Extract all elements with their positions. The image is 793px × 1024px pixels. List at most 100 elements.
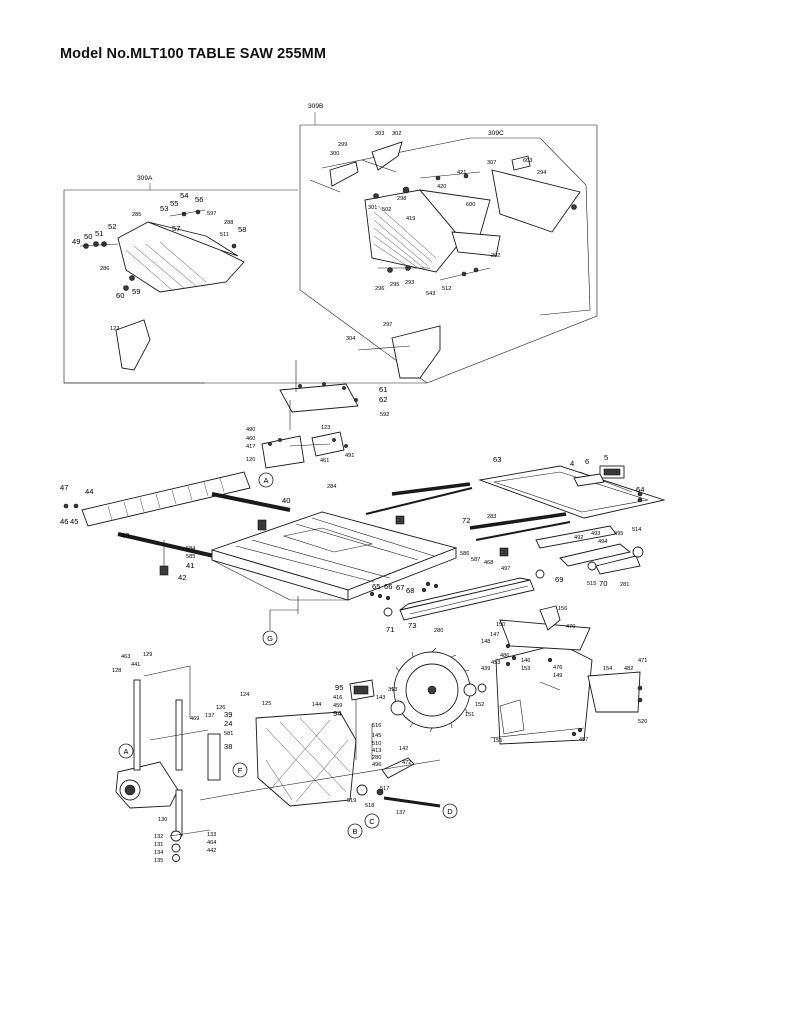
part-label: 55 <box>170 199 178 208</box>
part-label: 133 <box>207 832 216 838</box>
part-label: 70 <box>599 579 607 588</box>
part-label: 482 <box>624 666 633 672</box>
part-label: 486 <box>500 653 509 659</box>
part-label: 94 <box>333 709 341 718</box>
part-label: 148 <box>481 639 490 645</box>
part-label: 514 <box>632 527 641 533</box>
part-label: 301 <box>368 205 377 211</box>
part-label: 476 <box>553 665 562 671</box>
part-label: 502 <box>382 207 391 213</box>
part-label: 469 <box>190 716 199 722</box>
part-label: 126 <box>216 705 225 711</box>
part-label: 420 <box>437 184 446 190</box>
svg-text:F: F <box>238 766 243 775</box>
part-label: 95 <box>335 683 343 692</box>
part-label: 67 <box>396 583 404 592</box>
part-label: 5 <box>604 453 608 462</box>
part-label: 511 <box>220 232 229 238</box>
part-label: 491 <box>345 453 354 459</box>
group-309b-frame: 309B <box>63 103 598 384</box>
part-label: 442 <box>207 848 216 854</box>
part-label: 125 <box>262 701 271 707</box>
saw-blade <box>389 647 487 733</box>
part-label: 43 <box>121 531 129 540</box>
part-label: 298 <box>397 196 406 202</box>
part-label: 519 <box>347 798 356 804</box>
part-label: 144 <box>312 702 321 708</box>
dust-shroud <box>489 605 643 745</box>
part-label: 146 <box>521 658 530 664</box>
part-label: 120 <box>246 457 255 463</box>
part-label: 586 <box>460 551 469 557</box>
part-label: 135 <box>154 858 163 864</box>
part-label: 313 <box>388 687 397 693</box>
svg-text:D: D <box>447 807 453 816</box>
part-label: 285 <box>132 212 141 218</box>
part-label: 295 <box>390 282 399 288</box>
part-label: 581 <box>224 731 233 737</box>
part-label: 518 <box>365 803 374 809</box>
part-label: 460 <box>246 436 255 442</box>
part-label: 597 <box>207 211 216 217</box>
part-label: 6 <box>585 457 589 466</box>
group-label-309b: 309B <box>308 103 324 110</box>
part-label: 496 <box>372 762 381 768</box>
part-label: 151 <box>465 712 474 718</box>
callout-b: B <box>347 823 363 839</box>
part-label: 154 <box>603 666 612 672</box>
part-label: 464 <box>207 840 216 846</box>
part-label: 155 <box>493 738 502 744</box>
part-label: 4 <box>570 459 574 468</box>
right-extension <box>365 465 666 621</box>
part-label: 461 <box>320 458 329 464</box>
part-label: 62 <box>379 395 387 404</box>
callout-a-bottom: A <box>118 743 134 759</box>
part-label: 24 <box>224 719 232 728</box>
svg-text:A: A <box>123 747 128 756</box>
motor-and-base <box>115 665 441 862</box>
part-label: 72 <box>462 516 470 525</box>
part-label: 299 <box>338 142 347 148</box>
part-label: 490 <box>246 427 255 433</box>
part-label: 520 <box>638 719 647 725</box>
part-label: 149 <box>553 673 562 679</box>
part-label: 303 <box>375 131 384 137</box>
part-label: 416 <box>333 695 342 701</box>
part-label: 137 <box>205 713 214 719</box>
blade-guard-assembly <box>309 141 581 379</box>
part-labels: 299 300 303 302 307 603 421 420 294 298 … <box>60 131 647 864</box>
part-label: 147 <box>490 632 499 638</box>
page-title: Model No.MLT100 TABLE SAW 255MM <box>60 46 326 62</box>
callout-c: C <box>364 813 380 829</box>
part-label: 130 <box>158 817 167 823</box>
part-label: 56 <box>195 195 203 204</box>
svg-text:G: G <box>267 634 273 643</box>
part-label: 294 <box>537 170 546 176</box>
part-label: 472 <box>402 760 411 766</box>
part-label: 63 <box>493 455 501 464</box>
svg-text:A: A <box>263 476 268 485</box>
part-label: 439 <box>481 666 490 672</box>
part-label: 150 <box>496 622 505 628</box>
part-label: 459 <box>333 703 342 709</box>
part-label: 153 <box>521 666 530 672</box>
part-label: 304 <box>346 336 355 342</box>
part-label: 510 <box>372 741 381 747</box>
part-label: 493 <box>591 531 600 537</box>
part-label: 543 <box>426 291 435 297</box>
part-label: 487 <box>579 737 588 743</box>
part-label: 45 <box>70 517 78 526</box>
svg-text:C: C <box>369 817 375 826</box>
part-label: 142 <box>399 746 408 752</box>
table-insert <box>261 360 359 469</box>
part-label: 417 <box>246 444 255 450</box>
part-label: 53 <box>160 204 168 213</box>
part-label: 59 <box>132 287 140 296</box>
part-label: 463 <box>121 654 130 660</box>
part-label: 128 <box>112 668 121 674</box>
part-label: 131 <box>154 842 163 848</box>
part-label: 69 <box>555 575 563 584</box>
part-label: 40 <box>282 496 290 505</box>
riving-knife-assembly <box>79 209 245 371</box>
